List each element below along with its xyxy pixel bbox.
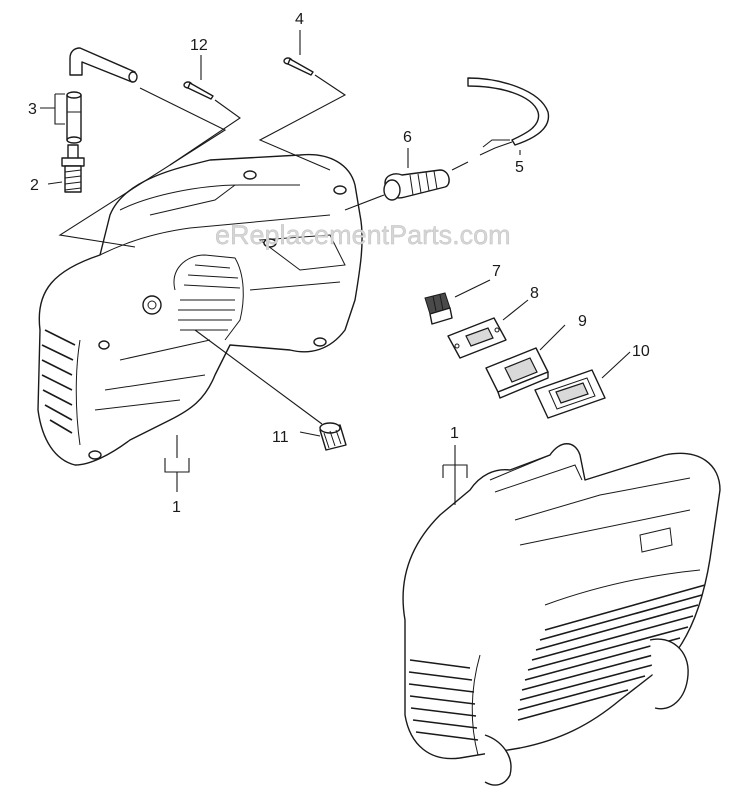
- strain-relief-part-6: [383, 169, 450, 201]
- label-9: 9: [578, 313, 587, 330]
- label-2: 2: [30, 177, 39, 194]
- screw-part-4: [283, 57, 314, 76]
- label-12: 12: [190, 37, 208, 54]
- label-11: 11: [272, 429, 289, 446]
- label-3: 3: [28, 101, 37, 118]
- label-4: 4: [295, 11, 304, 28]
- label-6: 6: [403, 129, 412, 146]
- label-plate-part-10: [534, 369, 606, 419]
- label-7: 7: [492, 263, 501, 280]
- watermark-text: eReplacementParts.com: [215, 220, 511, 250]
- bushing-part-11: [319, 422, 347, 451]
- label-5: 5: [515, 159, 524, 176]
- label-1-left: 1: [172, 499, 181, 516]
- label-8: 8: [530, 285, 539, 302]
- switch-part-7: [424, 292, 453, 325]
- screw-part-12: [183, 81, 214, 100]
- right-housing-half: [402, 443, 721, 786]
- left-housing-half: [37, 153, 363, 466]
- callout-labels: 1 1 2 3 4 5 6 7 8 9 10 11 12: [28, 11, 650, 516]
- fitting-part-2: [61, 144, 85, 193]
- tube-part-3: [66, 47, 138, 144]
- switch-plate-part-8: [447, 317, 507, 359]
- power-cord-part-5: [467, 77, 550, 156]
- label-1-right: 1: [450, 425, 459, 442]
- label-10: 10: [632, 343, 650, 360]
- leader-lines: [40, 30, 631, 505]
- switch-cover-part-9: [485, 347, 549, 399]
